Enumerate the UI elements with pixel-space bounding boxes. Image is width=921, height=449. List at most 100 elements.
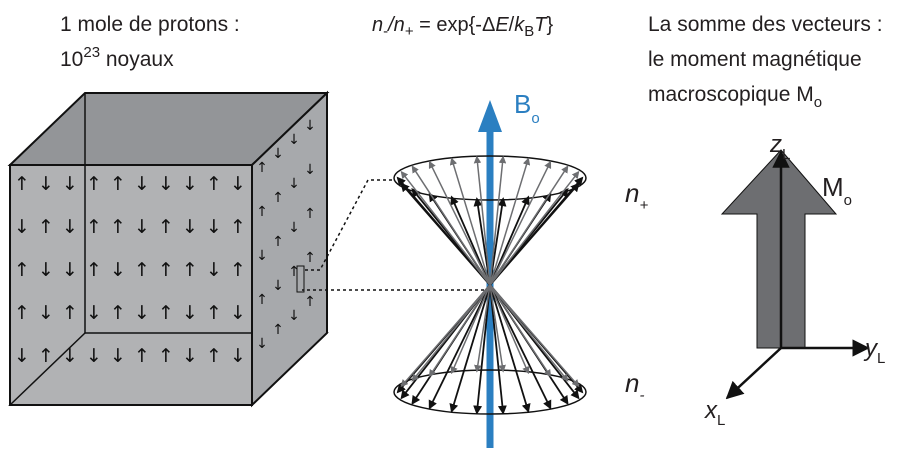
spin-arrow: ↓ [272, 146, 284, 162]
spin-arrow: ↓ [62, 216, 78, 238]
spin-arrow: ↓ [62, 259, 78, 281]
n-plus-main: n [625, 178, 639, 208]
spin-arrow: ↓ [288, 220, 300, 236]
n-plus-label: n+ [625, 178, 648, 214]
spin-arrow: ↑ [206, 173, 222, 195]
spin-arrow: ↓ [38, 173, 54, 195]
spin-arrow: ↓ [62, 345, 78, 367]
spin-arrow: ↑ [38, 216, 54, 238]
spin-arrow: ↓ [288, 132, 300, 148]
z-axis-main: z [769, 131, 782, 158]
spin-arrow: ↓ [38, 259, 54, 281]
spin-arrow: ↑ [86, 216, 102, 238]
formula-plus-sub: + [405, 23, 414, 40]
spin-arrow: ↓ [256, 336, 268, 352]
spin-arrow: ↑ [272, 322, 284, 338]
formula-b-sub: B [524, 23, 534, 40]
spin-arrow: ↓ [110, 345, 126, 367]
spin-arrow: ↓ [230, 345, 246, 367]
spin-arrow: ↑ [256, 160, 268, 176]
spin-arrow: ↑ [304, 294, 316, 310]
spin-arrow: ↓ [38, 302, 54, 324]
spin-arrow: ↓ [86, 345, 102, 367]
spin-arrow: ↑ [158, 259, 174, 281]
spin-arrow: ↓ [134, 173, 150, 195]
spin-arrow: ↑ [272, 234, 284, 250]
proton-cube: ↑↓↓↑↑↓↓↓↑↓↓↑↓↑↑↓↑↓↓↑↑↓↓↑↓↑↑↑↓↑↑↓↑↓↑↓↑↓↑↓… [10, 93, 327, 405]
sum-label-m-sub: o [814, 94, 822, 111]
spin-arrow: ↓ [158, 173, 174, 195]
spin-arrow: ↓ [304, 162, 316, 178]
spin-arrow: ↓ [134, 302, 150, 324]
spin-arrow: ↑ [86, 173, 102, 195]
spin-arrow: ↑ [182, 259, 198, 281]
spin-arrow: ↑ [110, 173, 126, 195]
spin-vector [398, 178, 490, 285]
mole-label-line1: 1 mole de protons : [60, 13, 240, 36]
spin-arrow: ↓ [304, 118, 316, 134]
mole-label-line2: 1023 noyaux [60, 44, 174, 71]
spin-arrow: ↑ [134, 345, 150, 367]
spin-arrow: ↑ [62, 302, 78, 324]
spin-arrow: ↑ [158, 345, 174, 367]
mole-count-unit: noyaux [100, 48, 174, 71]
n-plus-sub: + [639, 197, 648, 214]
formula-close: } [546, 14, 553, 36]
spin-arrow: ↓ [230, 173, 246, 195]
spin-arrow: ↑ [304, 206, 316, 222]
spin-arrow: ↑ [304, 250, 316, 266]
mole-count-base: 10 [60, 48, 83, 71]
x-axis [727, 348, 781, 398]
spin-vector [430, 285, 490, 376]
spin-vector [490, 285, 528, 373]
spin-arrow: ↓ [110, 259, 126, 281]
z-axis-sub: L [782, 146, 790, 163]
b0-label-main: B [514, 89, 531, 119]
spin-arrow: ↑ [230, 259, 246, 281]
spin-arrow: ↓ [272, 278, 284, 294]
spin-arrow: ↑ [110, 216, 126, 238]
boltzmann-formula: n-/n+ = exp{-ΔE/kBT} [372, 14, 553, 40]
spin-arrow: ↓ [182, 173, 198, 195]
spin-arrow: ↑ [38, 345, 54, 367]
spin-arrow: ↑ [206, 345, 222, 367]
m0-vector-arrow [722, 150, 836, 348]
spin-arrow: ↑ [14, 302, 30, 324]
spin-arrow: ↓ [182, 345, 198, 367]
n-minus-label: n- [625, 368, 644, 404]
spin-vector [490, 167, 568, 285]
sum-label-line2: le moment magnétique [648, 48, 862, 71]
spin-arrow: ↓ [288, 308, 300, 324]
sum-label-line1: La somme des vecteurs : [648, 13, 883, 36]
spin-arrow: ↑ [272, 190, 284, 206]
spin-vector [490, 285, 550, 376]
spin-arrow: ↓ [14, 216, 30, 238]
spin-arrow: ↑ [256, 204, 268, 220]
spin-arrow: ↑ [110, 302, 126, 324]
formula-e: E [495, 14, 509, 36]
spin-arrow: ↑ [230, 216, 246, 238]
spin-arrow: ↓ [86, 302, 102, 324]
y-axis-label: yL [863, 335, 885, 367]
spin-arrow: ↑ [14, 173, 30, 195]
spin-arrow: ↑ [206, 302, 222, 324]
b0-label-sub: o [531, 110, 539, 127]
spin-arrow: ↑ [14, 259, 30, 281]
spin-arrow: ↑ [86, 259, 102, 281]
spin-vector [490, 172, 578, 285]
spin-arrow: ↓ [206, 216, 222, 238]
spin-vector [412, 167, 490, 285]
spin-arrow: ↑ [158, 302, 174, 324]
spin-arrow: ↓ [62, 173, 78, 195]
formula-exp: = exp{-Δ [414, 14, 496, 36]
spin-arrow: ↓ [134, 216, 150, 238]
n-minus-sub: - [639, 387, 644, 404]
spin-arrow: ↓ [230, 302, 246, 324]
formula-n: n [372, 14, 383, 36]
y-axis-sub: L [877, 350, 885, 367]
m0-label-main: M [822, 172, 844, 202]
macroscopic-magnetization [722, 150, 868, 398]
spin-arrow: ↑ [134, 259, 150, 281]
spin-arrow: ↓ [14, 345, 30, 367]
